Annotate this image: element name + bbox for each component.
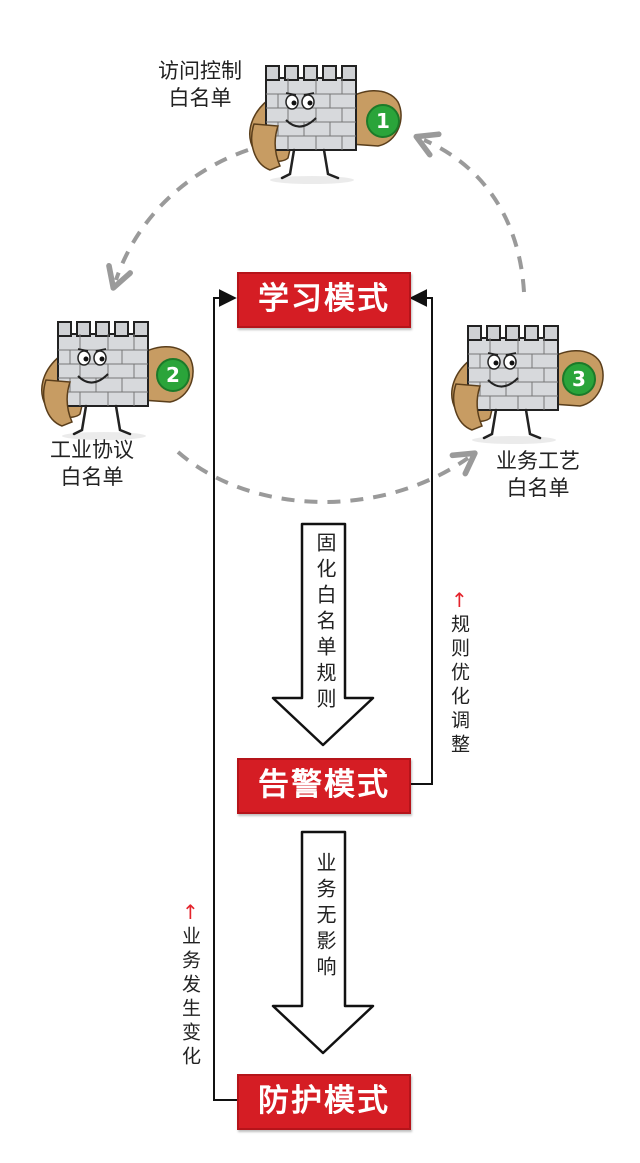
- label-line: 白名单: [60, 465, 124, 489]
- rule-adjust-text: 规则优化调整: [448, 614, 470, 758]
- red-up-arrow-icon: ↑: [182, 900, 199, 924]
- no-impact-text: 业务无影响: [313, 852, 337, 982]
- label-line: 访问控制: [158, 59, 242, 83]
- badge-2-icon: 2: [156, 358, 190, 392]
- alert-mode-box: 告警模式: [237, 758, 411, 814]
- protect-mode-box: 防护模式: [237, 1074, 411, 1130]
- badge-number: 1: [376, 109, 390, 133]
- business-change-text: 业务发生变化: [179, 926, 201, 1070]
- whitelist-label-industrial-protocol: 工业协议 白名单: [32, 437, 152, 491]
- whitelist-label-access-control: 访问控制 白名单: [140, 58, 260, 112]
- label-line: 业务工艺: [496, 449, 580, 473]
- label-line: 白名单: [506, 476, 570, 500]
- whitelist-label-business-process: 业务工艺 白名单: [478, 448, 598, 502]
- label-line: 白名单: [168, 86, 232, 110]
- badge-number: 3: [572, 367, 586, 391]
- label-line: 工业协议: [50, 438, 134, 462]
- red-up-arrow-icon: ↑: [451, 588, 468, 612]
- learning-mode-box: 学习模式: [237, 272, 411, 328]
- solidify-rules-text: 固化白名单规则: [313, 532, 337, 714]
- badge-3-icon: 3: [562, 362, 596, 396]
- badge-1-icon: 1: [366, 104, 400, 138]
- badge-number: 2: [166, 363, 180, 387]
